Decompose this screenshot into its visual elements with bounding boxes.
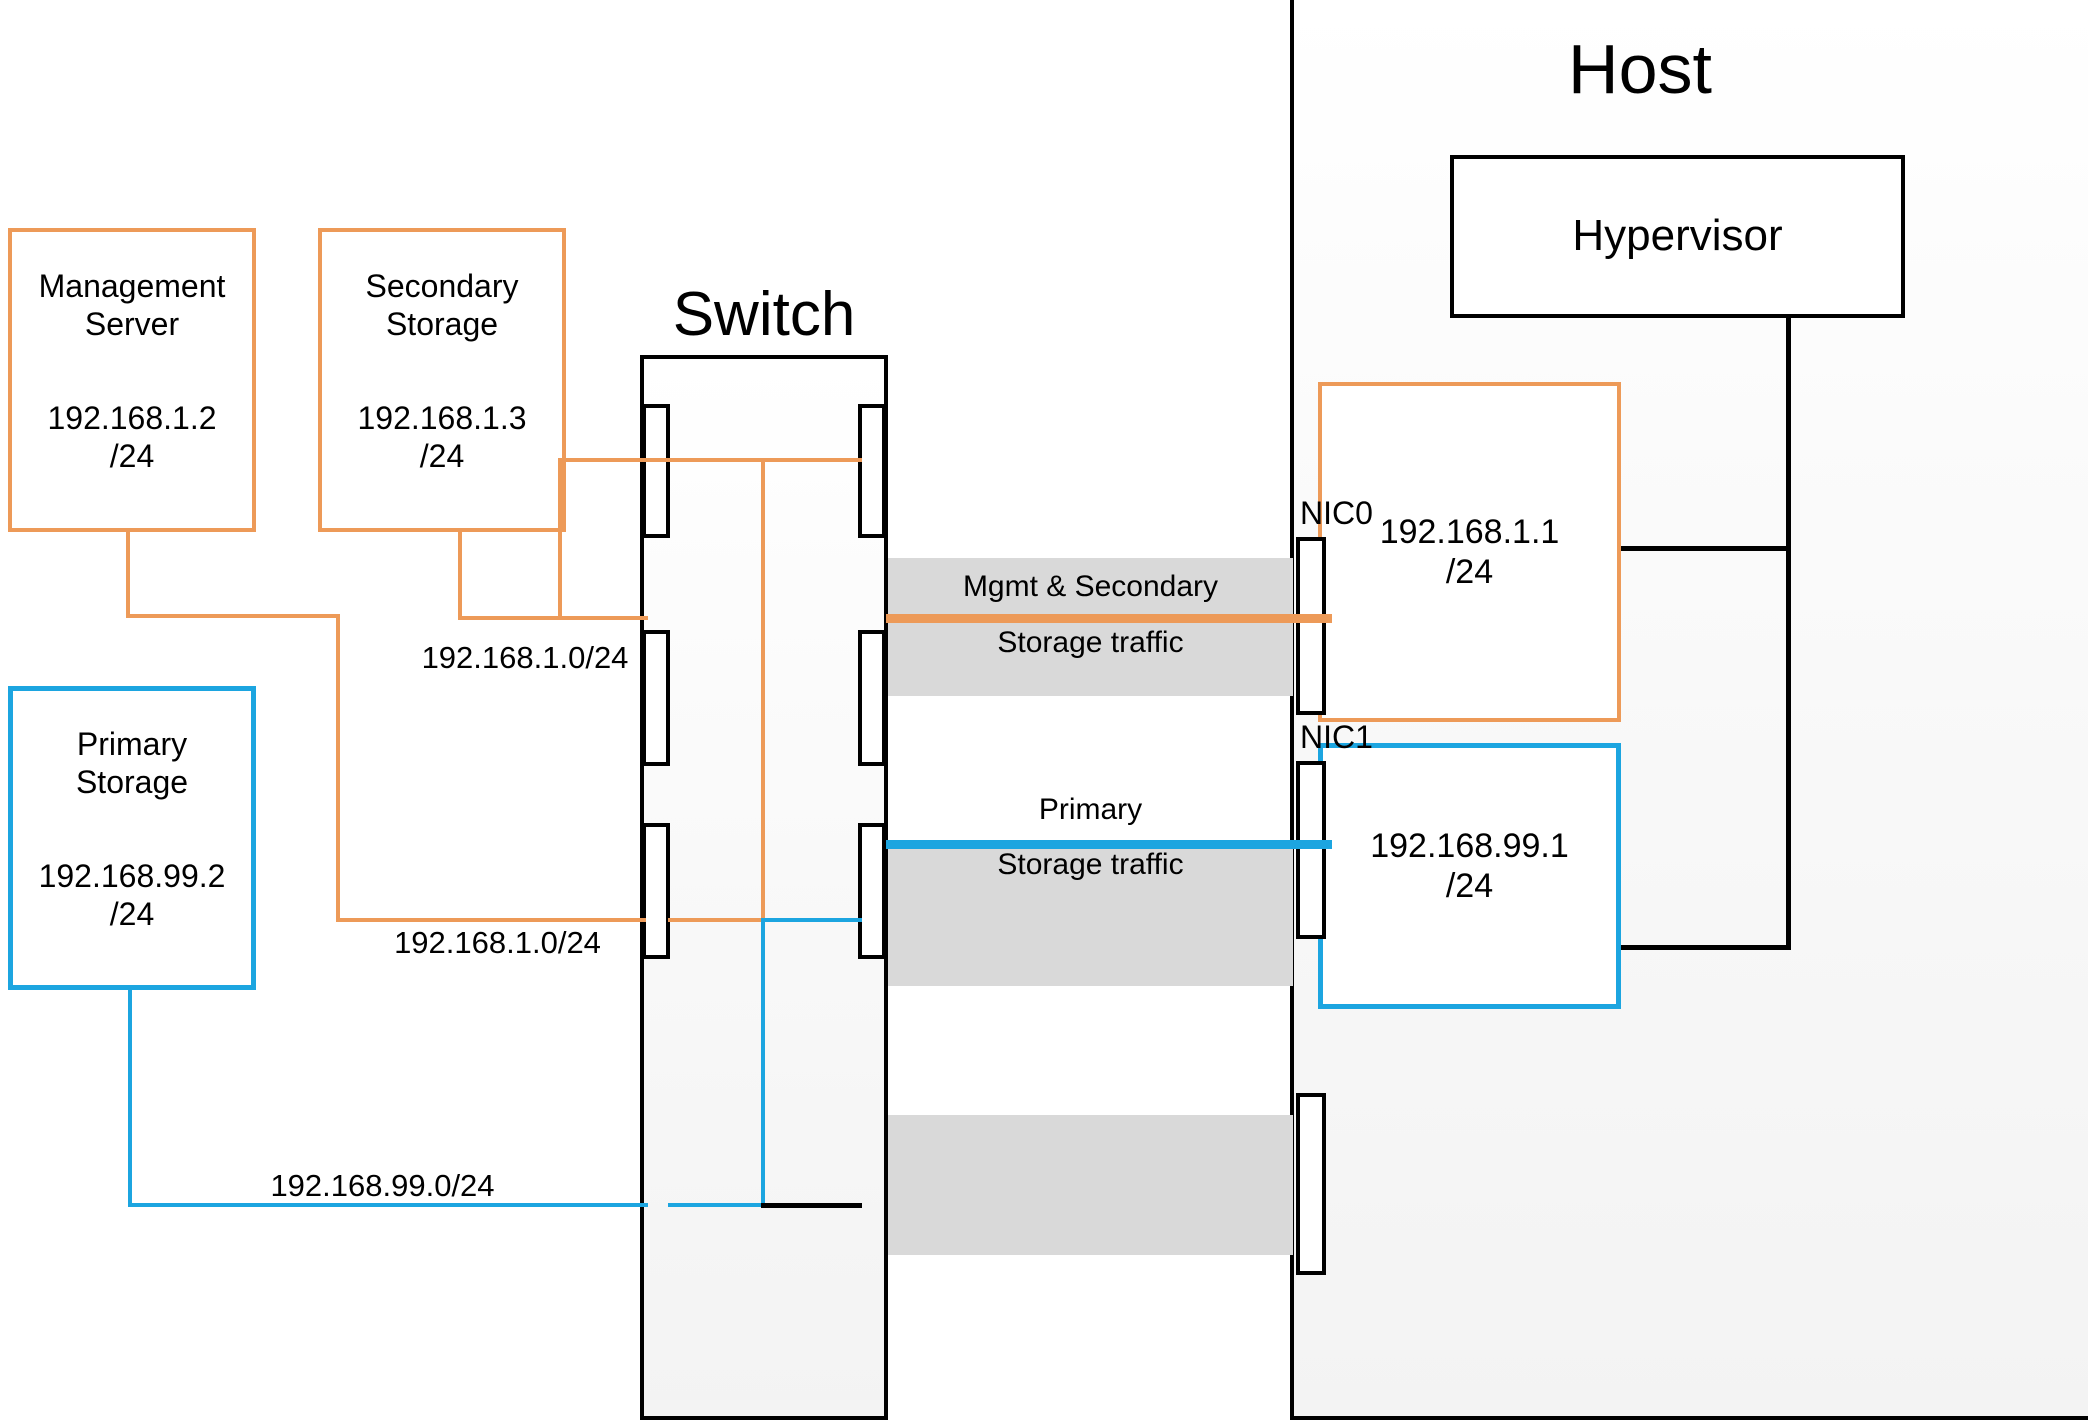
nic1-label: NIC1 <box>1300 719 1373 755</box>
vnic-mgmt-box <box>1318 382 1621 722</box>
switch-internal-black-bottom <box>761 1203 862 1208</box>
network-label-storage: 192.168.99.0/24 <box>270 1168 495 1203</box>
wire-secondary-drop <box>458 530 462 620</box>
switch-port-left-3[interactable] <box>642 823 670 959</box>
wire-primary-to-switch <box>128 1203 648 1207</box>
host-title: Host <box>1568 30 1712 108</box>
wire-secondary-across <box>458 616 648 620</box>
wire-primary-drop <box>128 988 132 1205</box>
wire-mgmt-across <box>126 614 340 618</box>
band-primary-line1: Primary <box>1038 793 1143 826</box>
band-primary-line2: Storage traffic <box>997 848 1184 881</box>
primary-storage-ip: 192.168.99.2 /24 <box>38 858 226 932</box>
band-mgmt-secondary-line1: Mgmt & Secondary <box>962 570 1219 603</box>
switch-internal-blue-mid <box>761 918 862 922</box>
switch-port-right-1[interactable] <box>858 404 886 538</box>
management-server-name: Management Server <box>38 268 226 342</box>
nic2-port[interactable] <box>1296 1093 1326 1275</box>
band-unlabelled <box>888 1115 1293 1255</box>
nic1-port[interactable] <box>1296 761 1326 939</box>
hypervisor-bus-branch-nic1 <box>1620 945 1791 950</box>
hypervisor-box <box>1450 155 1905 318</box>
vnic-storage-box <box>1318 743 1621 1009</box>
wire-secondary-riser <box>558 458 562 618</box>
switch-port-right-3[interactable] <box>858 823 886 959</box>
hypervisor-bus-vertical <box>1786 316 1791 950</box>
switch-port-left-1[interactable] <box>642 404 670 538</box>
switch-internal-orange-top <box>668 458 862 462</box>
switch-title: Switch <box>672 280 856 349</box>
wire-mgmt-to-switch <box>336 918 646 922</box>
switch-internal-blue-bottom <box>668 1203 763 1207</box>
nic0-port[interactable] <box>1296 537 1326 715</box>
network-label-mgmt-upper: 192.168.1.0/24 <box>421 640 629 675</box>
band-mgmt-secondary <box>888 558 1293 696</box>
switch-port-left-2[interactable] <box>642 630 670 766</box>
switch-port-right-2[interactable] <box>858 630 886 766</box>
wire-mgmt-down <box>336 614 340 920</box>
secondary-storage-ip: 192.168.1.3 /24 <box>357 400 527 474</box>
primary-trunk-line <box>886 840 1332 849</box>
hypervisor-label: Hypervisor <box>1572 211 1783 260</box>
secondary-storage-box <box>318 228 566 532</box>
vnic-storage-ip: 192.168.99.1 /24 <box>1370 827 1569 906</box>
hypervisor-bus-branch-nic0 <box>1620 546 1791 551</box>
switch-internal-orange-vertical <box>761 458 765 922</box>
mgmt-trunk-line <box>886 614 1332 623</box>
management-server-ip: 192.168.1.2 /24 <box>47 400 217 474</box>
primary-storage-box <box>8 686 256 990</box>
band-primary <box>888 848 1293 986</box>
wire-secondary-to-switch <box>560 458 670 462</box>
vnic-mgmt-ip: 192.168.1.1 /24 <box>1379 513 1560 592</box>
network-label-mgmt-lower: 192.168.1.0/24 <box>394 925 601 960</box>
switch-internal-orange-mid <box>668 918 763 922</box>
wire-mgmt-drop <box>126 530 130 618</box>
management-server-box <box>8 228 256 532</box>
band-mgmt-secondary-line2: Storage traffic <box>997 626 1184 659</box>
secondary-storage-name: Secondary Storage <box>365 268 519 342</box>
primary-storage-name: Primary Storage <box>75 726 189 800</box>
nic0-label: NIC0 <box>1300 495 1373 531</box>
switch-internal-blue-vertical <box>761 918 765 1206</box>
